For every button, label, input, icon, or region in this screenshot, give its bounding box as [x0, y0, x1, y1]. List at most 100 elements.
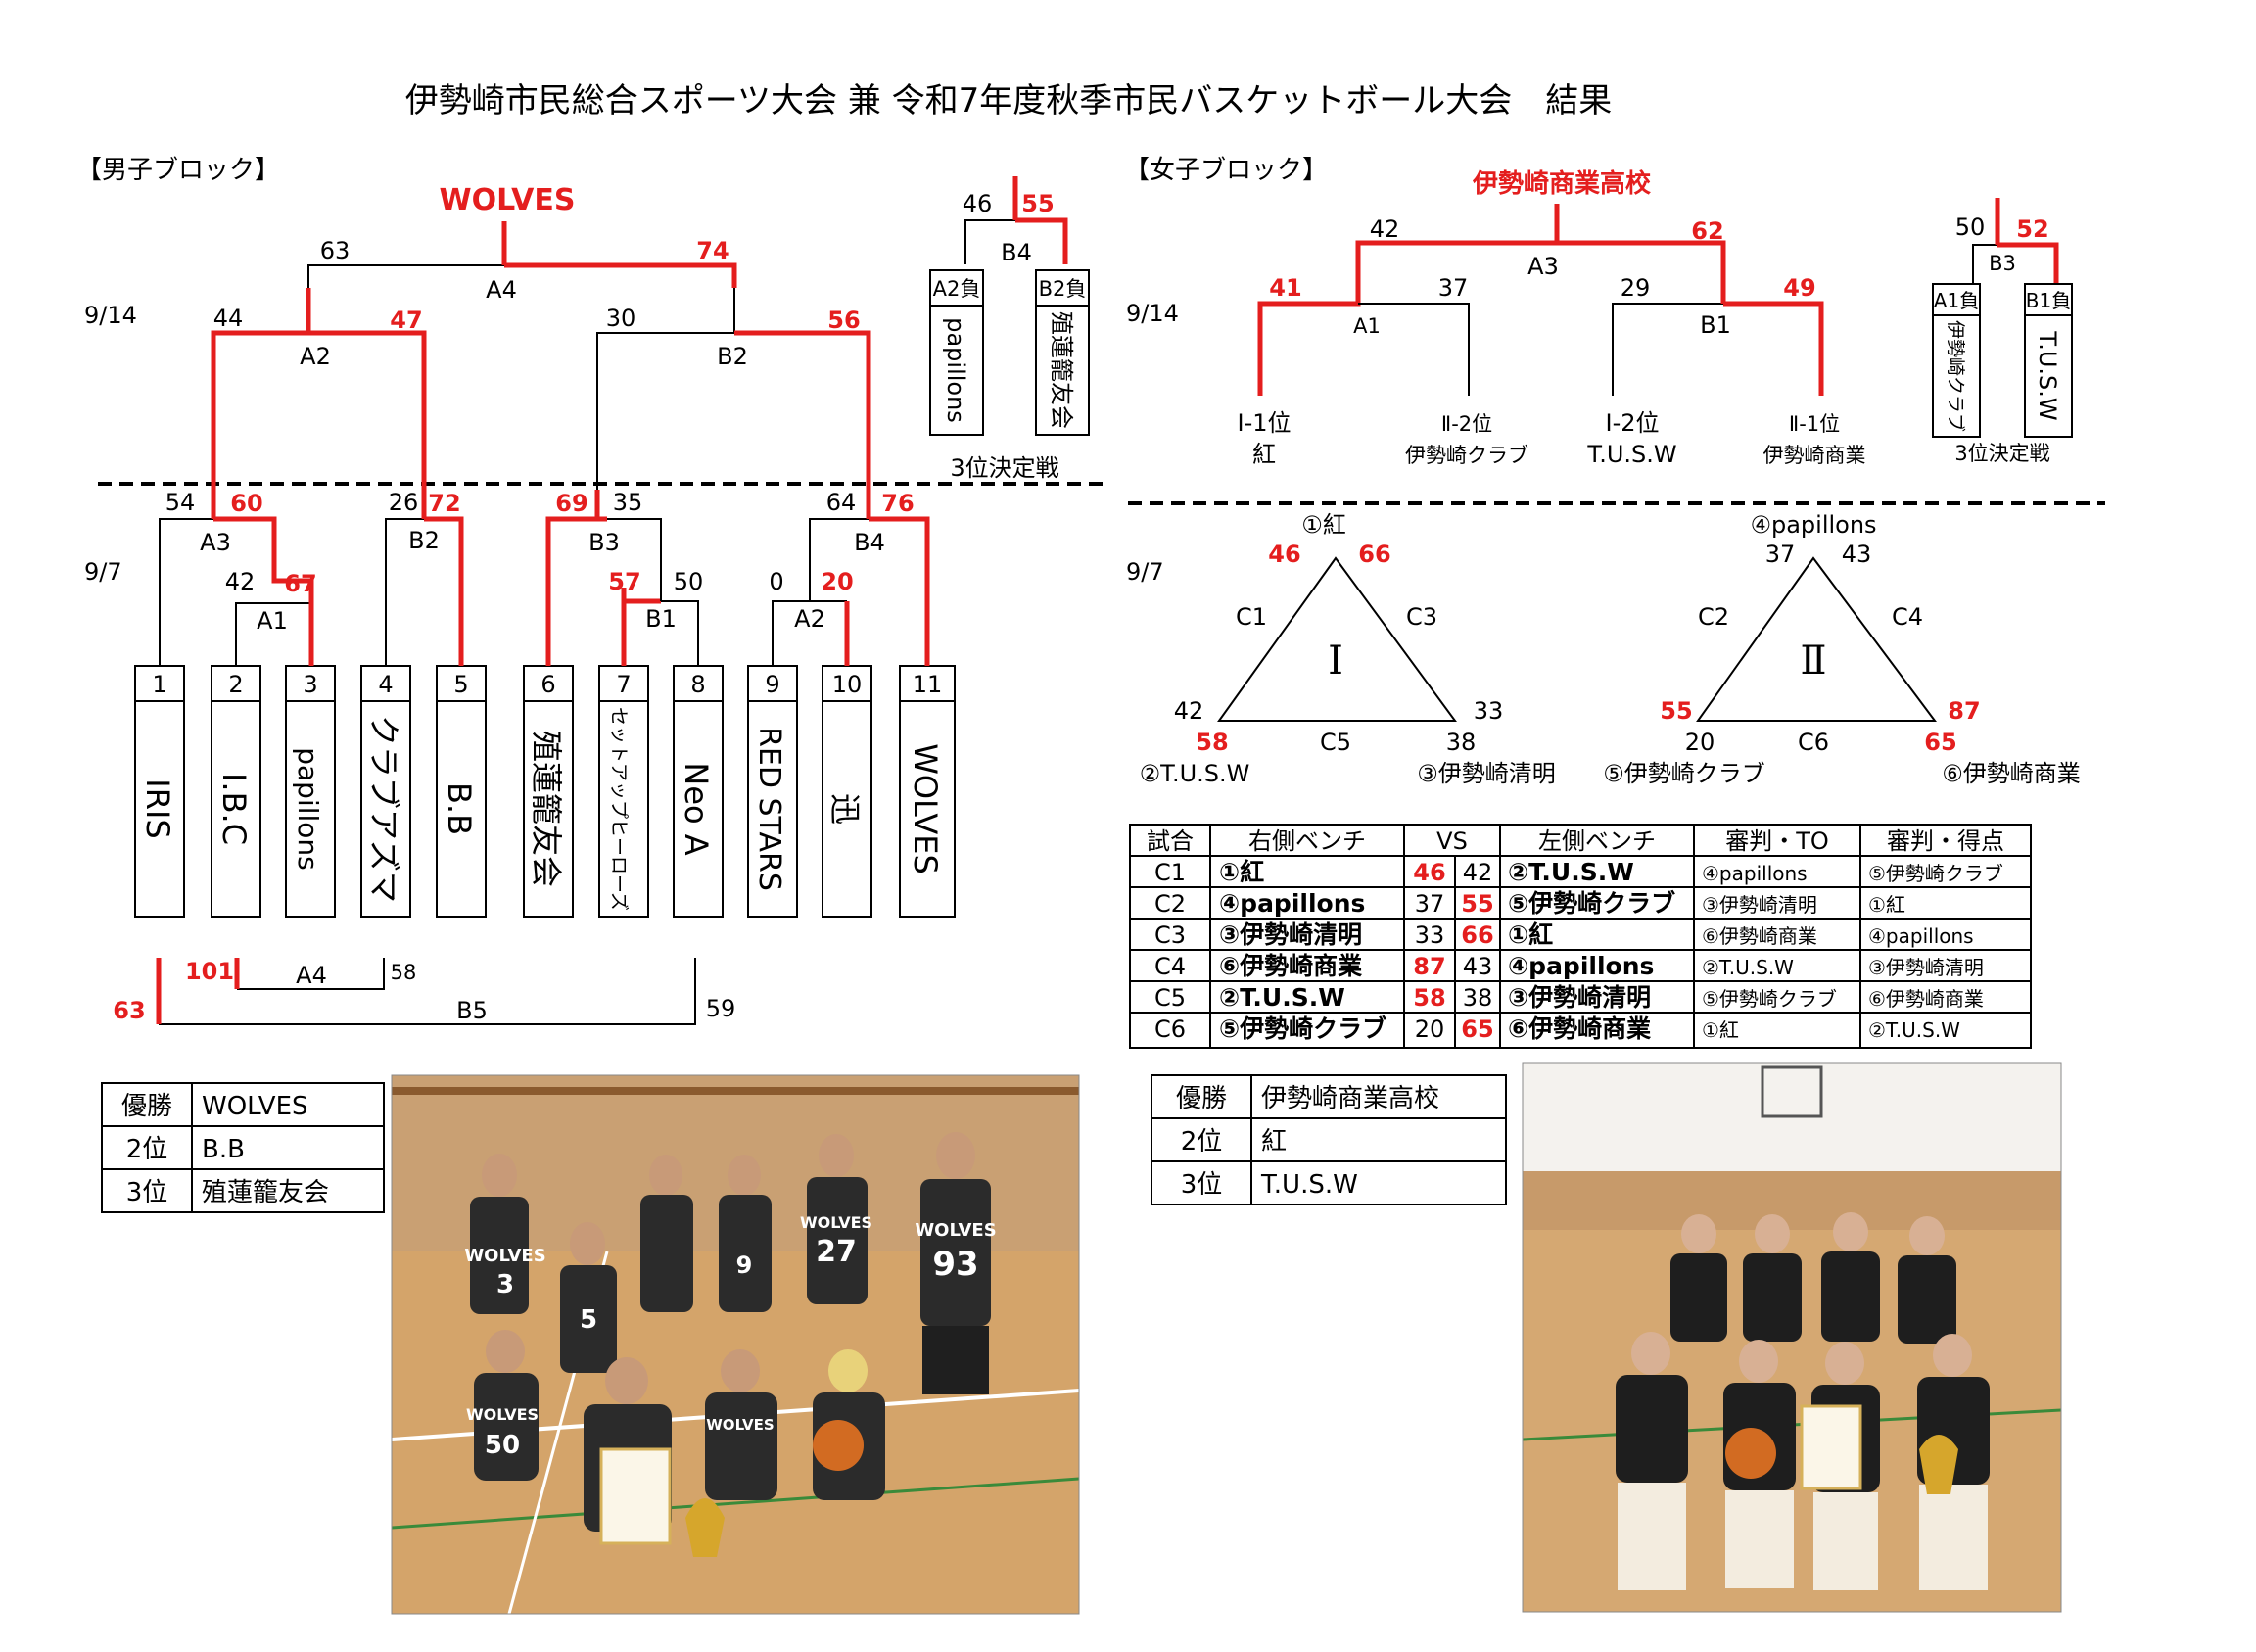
table-cell-right-bench: ③伊勢崎清明 [1219, 920, 1362, 949]
table-cell-scorer: ⑥伊勢崎商業 [1868, 987, 1984, 1011]
women-heading: 【女子ブロック】 [1124, 156, 1328, 185]
score-win: 55 [1021, 190, 1054, 217]
team-num: 4 [378, 671, 393, 698]
league-team: ③伊勢崎清明 [1417, 760, 1556, 787]
table-cell-left-bench: ①紅 [1508, 920, 1553, 949]
score: 59 [706, 995, 736, 1022]
team-box-8: 8 Neo A [673, 665, 724, 918]
score-win: 57 [608, 568, 640, 595]
team-name: 殖蓮籠友会 [528, 731, 565, 887]
table-cell-left-bench: ②T.U.S.W [1508, 858, 1634, 886]
game-label: A1 [257, 607, 288, 635]
jersey-number: 93 [932, 1245, 978, 1284]
score: 20 [1685, 729, 1716, 756]
men-heading: 【男子ブロック】 [76, 156, 280, 185]
team-name: Neo A [678, 762, 715, 855]
slot-label: B1負 [2026, 289, 2071, 312]
score: 58 [1196, 729, 1228, 756]
game-label: A2 [300, 343, 331, 370]
score-win: 52 [2016, 215, 2048, 243]
team-box-9: 9 RED STARS [747, 665, 798, 918]
rank-label: 2位 [1181, 1127, 1223, 1156]
game-label: A1 [1353, 314, 1381, 338]
team-name: B.B [441, 782, 478, 835]
table-cell-right-bench: ④papillons [1219, 889, 1365, 918]
third-place-caption: 3位決定戦 [950, 454, 1058, 482]
score: 37 [1765, 541, 1796, 568]
team-name: IRIS [139, 779, 176, 838]
table-cell-scorer: ①紅 [1868, 893, 1905, 917]
svg-text:WOLVES: WOLVES [706, 1416, 774, 1434]
score: 64 [826, 489, 857, 516]
score-win: 56 [827, 307, 860, 334]
game-label: C5 [1320, 729, 1351, 756]
men-third-place: 46 55 B4 A2負 B2負 papillons 殖蓮籠友会 3位決定戦 [929, 176, 1090, 482]
league-team: ⑤伊勢崎クラブ [1603, 760, 1765, 787]
table-cell-score: 58 [1413, 984, 1445, 1012]
score-win: 62 [1691, 217, 1723, 245]
game-label: A3 [1528, 253, 1559, 280]
jersey-number: 9 [736, 1251, 753, 1279]
table-header: 審判・得点 [1887, 827, 2004, 855]
score: 42 [225, 568, 256, 595]
game-label: B2 [717, 343, 748, 370]
team-box-2: 2 I.B.C [211, 665, 261, 918]
table-cell-left-bench: ④papillons [1508, 952, 1654, 980]
team-name: セットアップヒーローズ [608, 707, 630, 911]
score-win: 67 [284, 570, 316, 597]
game-label: C1 [1236, 603, 1267, 631]
team-num: 8 [690, 671, 705, 698]
table-cell-score: 20 [1415, 1015, 1445, 1043]
game-label: A4 [296, 962, 327, 989]
score: 29 [1621, 274, 1651, 302]
women-results-table: 優勝 伊勢崎商業高校 2位 紅 3位 T.U.S.W [1151, 1074, 1507, 1205]
team-num: 1 [152, 671, 166, 698]
game-label: B3 [588, 529, 620, 556]
score: 65 [1924, 729, 1956, 756]
rank-team: 伊勢崎商業高校 [1261, 1084, 1439, 1113]
game-label: B5 [456, 997, 488, 1024]
rank-team: WOLVES [202, 1092, 308, 1121]
game-label: C2 [1698, 603, 1729, 631]
score-win: 63 [113, 997, 145, 1024]
table-header: 右側ベンチ [1248, 827, 1366, 855]
team-box-3: 3 papillons [285, 665, 336, 918]
game-label: B4 [854, 529, 885, 556]
table-cell-left-bench: ⑥伊勢崎商業 [1508, 1015, 1651, 1043]
table-cell-left-bench: ③伊勢崎清明 [1508, 983, 1651, 1012]
league-team: ①紅 [1301, 511, 1346, 539]
team-name: 殖蓮籠友会 [1048, 311, 1075, 429]
seed-position: Ⅱ-2位 [1441, 412, 1492, 436]
team-box-4: 4 クラブアズマ [360, 665, 411, 918]
score: 54 [165, 489, 196, 516]
jersey-number: 50 [485, 1431, 520, 1460]
svg-text:WOLVES: WOLVES [464, 1246, 545, 1266]
game-label: B1 [645, 605, 677, 633]
game-label: A4 [486, 276, 517, 304]
table-cell-score: 66 [1461, 921, 1493, 949]
game-label: B4 [1001, 239, 1032, 266]
women-date-top: 9/14 [1126, 300, 1179, 327]
game-label: B2 [408, 527, 440, 554]
seed-position: Ⅰ-1位 [1237, 409, 1291, 437]
table-cell-score: 46 [1413, 859, 1445, 886]
team-num: 6 [540, 671, 555, 698]
table-cell-game: C4 [1154, 953, 1186, 980]
team-name: I.B.C [215, 773, 253, 845]
team-box-6: 6 殖蓮籠友会 [523, 665, 574, 918]
score-win: 69 [555, 490, 588, 517]
league-team: ⑥伊勢崎商業 [1942, 760, 2081, 787]
seed-team: 紅 [1252, 441, 1276, 468]
slot-label: A2負 [933, 277, 981, 301]
table-cell-scorer: ④papillons [1868, 924, 1974, 948]
men-date-top: 9/14 [84, 302, 137, 329]
table-cell-scorer: ③伊勢崎清明 [1868, 956, 1984, 979]
team-num: 2 [228, 671, 243, 698]
table-cell-score: 42 [1463, 859, 1493, 886]
score: 50 [674, 568, 704, 595]
table-cell-right-bench: ①紅 [1219, 858, 1264, 886]
score-win: 60 [230, 490, 262, 517]
score: 30 [606, 305, 636, 332]
men-game-labels: A1 42 67 A2 0 20 B1 57 50 A3 54 60 B2 26… [165, 237, 915, 635]
